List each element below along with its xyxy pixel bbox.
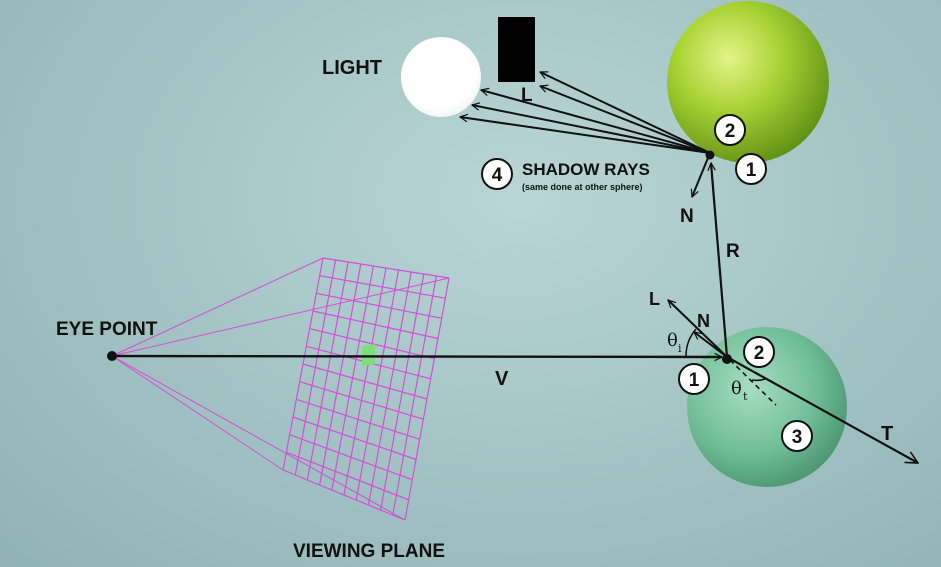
light-source	[401, 37, 481, 117]
upper-sphere	[667, 1, 829, 163]
lower-normal-vector	[694, 332, 728, 358]
lower-light-vector-label: L	[649, 289, 660, 309]
shadow-ray-2	[540, 86, 711, 154]
svg-text:2: 2	[754, 343, 765, 364]
viewing-plane-label: VIEWING PLANE	[293, 541, 445, 562]
shadow-rays-note: (same done at other sphere)	[522, 182, 643, 192]
marker-top-sphere-2: 2	[714, 114, 746, 146]
incidence-angle-arc	[685, 328, 697, 358]
frustum-line-bottom-left	[111, 355, 284, 471]
eye-point-label: EYE POINT	[56, 319, 158, 340]
grid-horizontal-line	[286, 451, 409, 501]
grid-horizontal-line	[319, 275, 446, 299]
grid-horizontal-line	[309, 328, 435, 360]
grid-horizontal-line	[312, 310, 439, 340]
active-pixel	[362, 344, 375, 366]
theta-i-symbol: θ	[667, 330, 678, 351]
view-ray-V	[111, 356, 722, 357]
viewing-plane-grid	[282, 257, 450, 521]
theta-i-subscript: i	[678, 342, 682, 355]
svg-text:3: 3	[792, 427, 803, 448]
view-ray-label: V	[495, 368, 509, 390]
theta-t-symbol: θ	[731, 378, 742, 399]
svg-text:4: 4	[492, 165, 503, 186]
upper-light-vector-label: L	[521, 85, 533, 106]
theta-t-subscript: t	[743, 390, 748, 403]
grid-horizontal-line	[299, 381, 424, 420]
occluder-block	[498, 17, 535, 82]
viewing-frustum	[111, 257, 450, 521]
grid-horizontal-line	[322, 257, 450, 279]
shadow-rays-label: SHADOW RAYS	[522, 160, 650, 179]
upper-hit-point	[705, 150, 715, 160]
grid-horizontal-line	[289, 434, 413, 481]
marker-lower-sphere-2: 2	[743, 336, 775, 368]
svg-text:2: 2	[725, 121, 736, 142]
svg-text:1: 1	[689, 370, 700, 391]
shadow-rays	[460, 71, 711, 154]
eye-point-dot	[107, 351, 117, 361]
lower-light-vector	[668, 300, 728, 358]
grid-horizontal-line	[296, 398, 420, 440]
reflected-ray-R	[711, 163, 729, 358]
marker-refraction-3: 3	[781, 420, 813, 452]
grid-horizontal-line	[302, 363, 428, 400]
shadow-ray-3	[481, 90, 711, 154]
upper-normal-vector	[692, 152, 711, 197]
lower-normal-label: N	[697, 311, 710, 331]
marker-shadow-rays-4: 4	[481, 158, 513, 190]
shadow-ray-1	[540, 71, 711, 154]
grid-horizontal-line	[316, 292, 442, 319]
marker-lower-sphere-1: 1	[678, 363, 710, 395]
inner-normal-dashed	[729, 359, 777, 406]
reflected-ray-label: R	[726, 241, 740, 262]
transmitted-ray-T	[726, 356, 918, 464]
lower-hit-point	[722, 354, 732, 364]
frustum-line-top-right	[111, 277, 450, 357]
shadow-ray-4	[472, 105, 711, 154]
svg-text:1: 1	[746, 160, 757, 181]
grid-horizontal-line	[292, 416, 417, 461]
transmitted-ray-label: T	[881, 423, 893, 445]
frustum-line-top-left	[111, 257, 324, 357]
marker-top-sphere-1: 1	[735, 153, 767, 185]
frustum-line-bottom-right	[111, 355, 406, 521]
grid-horizontal-line	[282, 469, 406, 521]
upper-normal-label: N	[680, 206, 694, 227]
light-label: LIGHT	[322, 57, 382, 79]
shadow-ray-5	[460, 117, 711, 154]
refraction-angle-arc	[751, 378, 766, 382]
